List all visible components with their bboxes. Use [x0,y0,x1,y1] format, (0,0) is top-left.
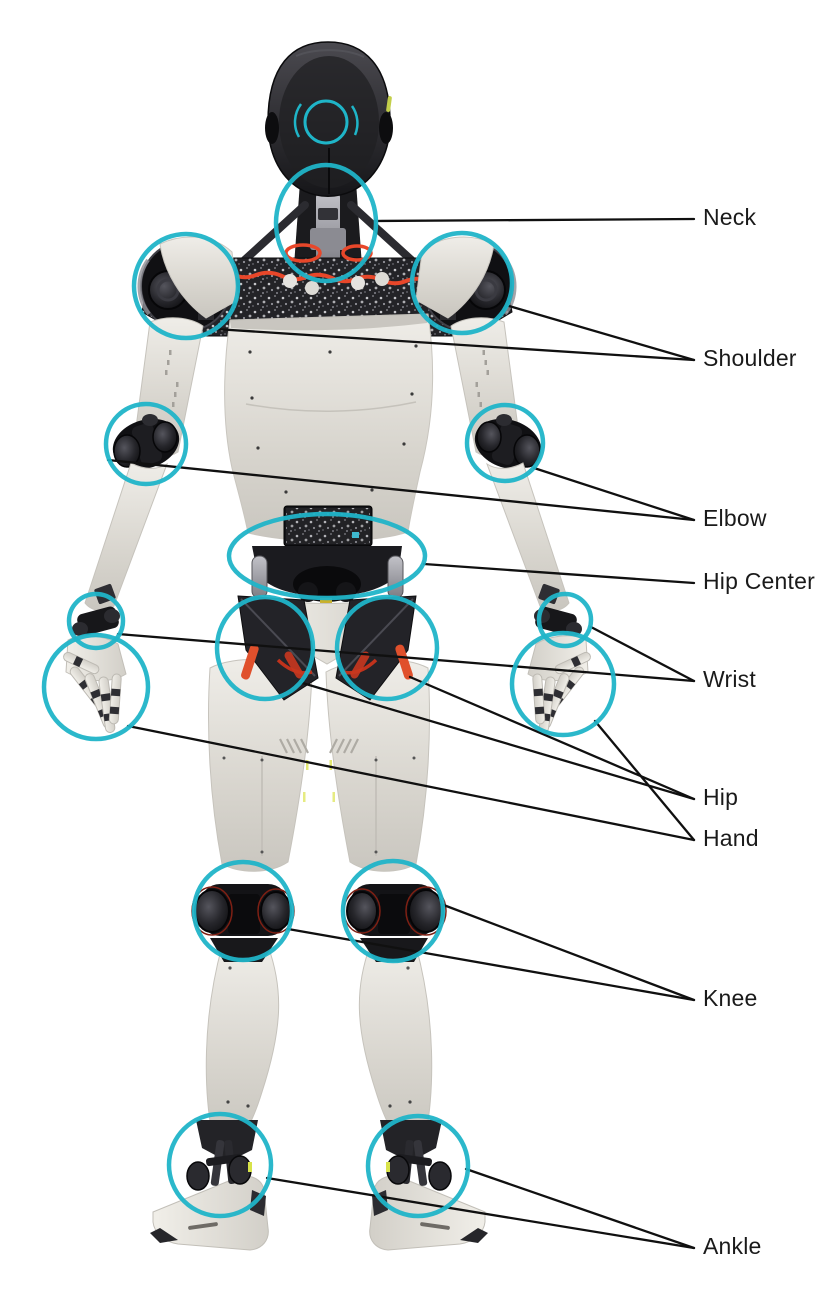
neck-joint-circle [273,162,379,284]
shoulder-joint-circle [131,231,241,341]
neck-label: Neck [703,204,757,231]
annotation-layer [41,162,696,1250]
neck-leader-line [373,217,696,223]
arm-left [63,236,239,734]
head-group [265,41,393,197]
hand-leader-line [593,719,696,842]
hip-joint-circle [334,594,440,702]
knee-joint-circle [191,859,295,963]
elbow-joint-circle [464,402,546,484]
wrist-joint-circle [536,591,594,649]
shoulder-leader-line [213,327,696,362]
robot-illustration [63,41,594,1252]
elbow-leader-line [106,458,696,522]
shoulder-joint-circle [409,230,515,336]
hand-joint-circle [41,632,151,742]
hip-leader-line [297,680,696,801]
knee-leader-line [286,927,696,1002]
hand-label: Hand [703,825,759,852]
ankle-leader-line [265,1176,696,1250]
knee-joint-circle [340,858,446,964]
hand-leader-line [126,724,696,842]
ankle-joint-circle [365,1113,471,1219]
hip-label: Hip [703,784,739,811]
knee-label: Knee [703,985,758,1012]
shoulder-leader-line [507,304,696,362]
hand-joint-circle [509,630,617,738]
elbow-joint-circle [103,401,189,487]
wrist-leader-line [116,632,696,683]
shoulder-label: Shoulder [703,345,797,372]
ankle-joint-circle [166,1111,274,1219]
knee-leader-line [439,902,696,1002]
torso-panel [224,313,434,542]
wrist-joint-circle [66,591,126,651]
leg-left [150,658,313,1251]
ankle-leader-line [464,1167,696,1250]
hip-center-joint-circle [226,511,428,601]
wrist-label: Wrist [703,666,756,693]
ankle-label: Ankle [703,1233,762,1260]
leg-right [324,658,490,1252]
hand-fingers [63,651,122,734]
elbow-leader-line [532,466,696,522]
hip-leader-line [408,675,696,801]
elbow-label: Elbow [703,505,767,532]
circle-logo-icon [293,99,359,145]
hip-center-leader-line [422,562,696,585]
wrist-leader-line [589,625,696,683]
hip-center-label: Hip Center [703,568,815,595]
hip-joint-circle [214,594,316,702]
